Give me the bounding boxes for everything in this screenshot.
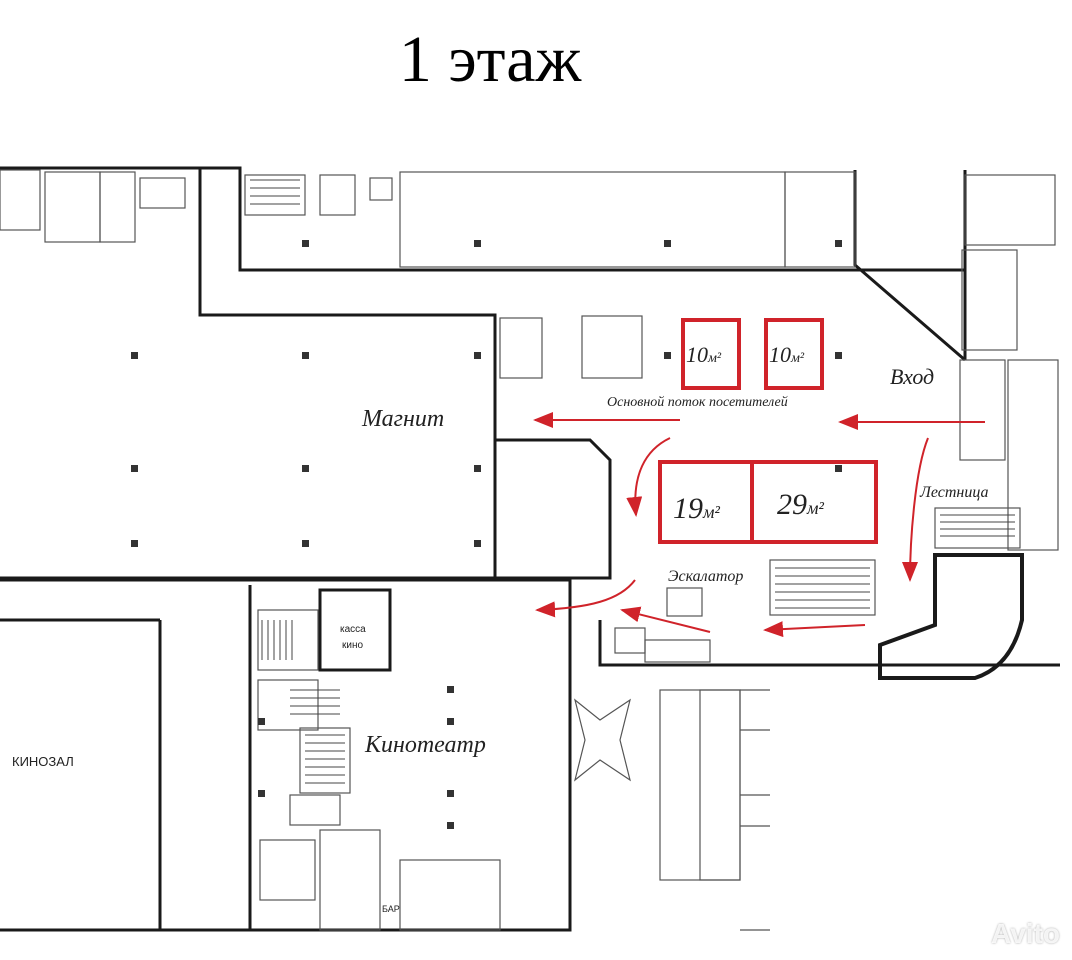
unit-29-label: 29м² — [777, 488, 824, 521]
label-kinoteatr: Кинотеатр — [364, 732, 486, 758]
unit-10a — [681, 318, 741, 390]
label-kinozal: КИНОЗАЛ — [12, 754, 74, 769]
plan-details — [0, 169, 1059, 931]
label-eskalator: Эскалатор — [668, 568, 743, 585]
highlighted-units — [658, 318, 878, 544]
unit-10b — [764, 318, 824, 390]
unit-19-label: 19м² — [673, 492, 720, 525]
columns — [131, 240, 842, 829]
unit-29 — [750, 460, 878, 544]
flow-arrow — [763, 621, 866, 638]
label-magnit: Магнит — [361, 406, 444, 432]
unit-10b-label: 10м² — [769, 342, 805, 367]
flow-arrow — [626, 437, 671, 517]
label-vhod: Вход — [890, 364, 934, 389]
building-walls — [0, 166, 1060, 932]
flow-arrows — [533, 412, 985, 638]
label-kassa: касса — [340, 624, 366, 635]
label-main-flow: Основной поток посетителей — [607, 395, 788, 410]
avito-watermark: Avito — [991, 918, 1060, 949]
label-bar: БАР — [382, 904, 400, 914]
floor-title: 1 этаж — [398, 23, 582, 96]
label-kino: кино — [342, 640, 363, 651]
flow-arrow — [535, 579, 636, 618]
flow-arrow — [620, 606, 711, 633]
flow-arrow — [902, 437, 929, 582]
label-lestnitsa: Лестница — [919, 484, 989, 501]
stair-hatching — [250, 179, 1015, 784]
unit-10a-label: 10м² — [686, 342, 722, 367]
